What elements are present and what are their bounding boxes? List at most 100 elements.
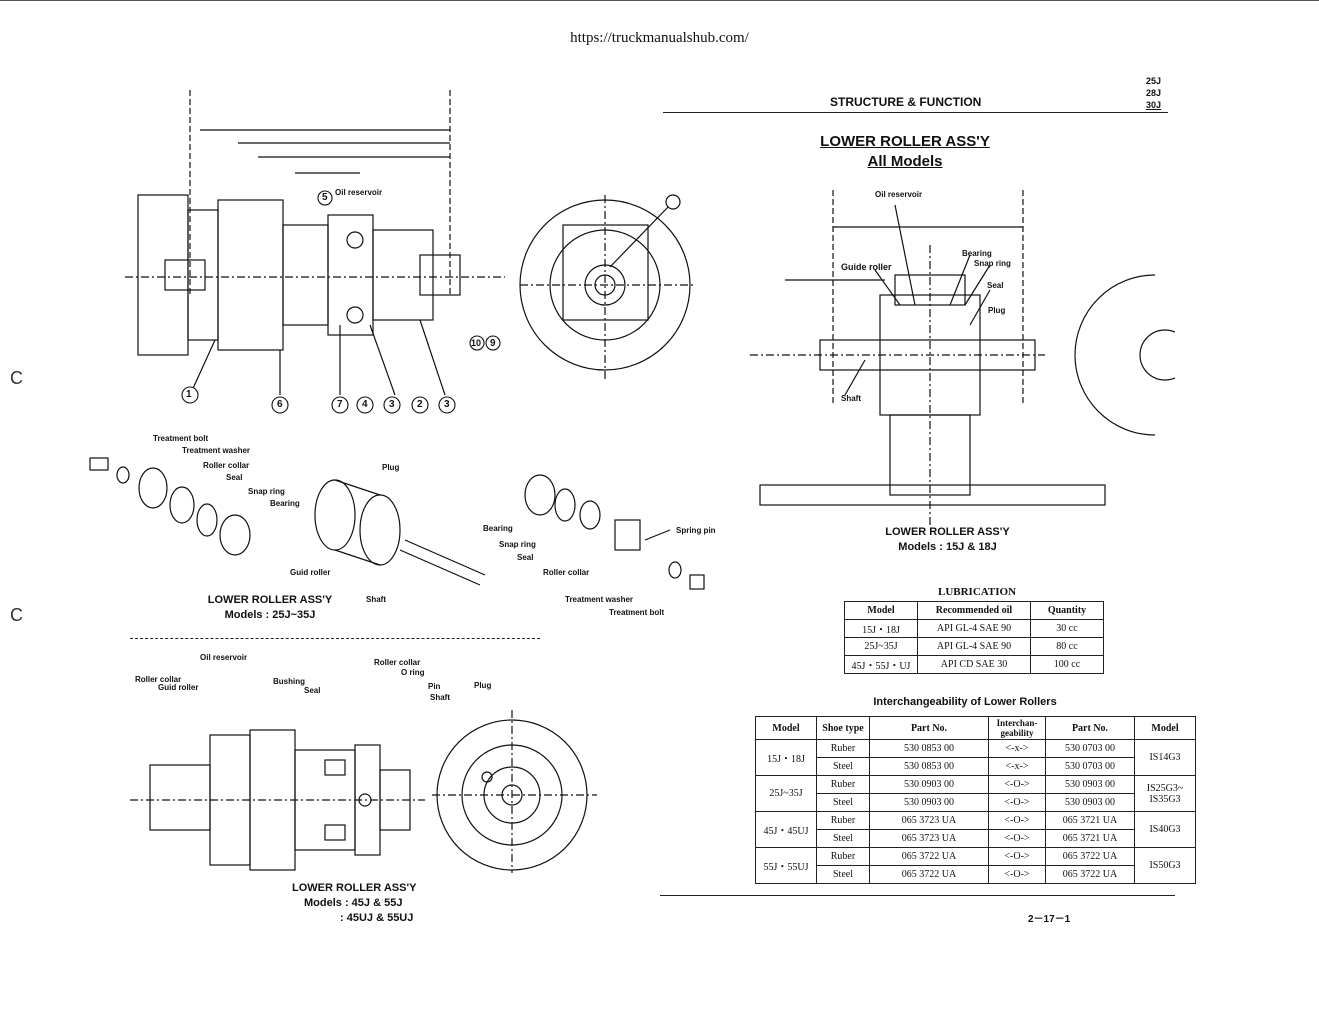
table-row: 15J・18J API GL-4 SAE 90 30 cc: [844, 619, 1104, 638]
table-row: 25J~35J Ruber 530 0903 00 <-O-> 530 0903…: [755, 775, 1196, 812]
cell: 530 0853 00: [869, 757, 989, 776]
cell: Ruber: [816, 775, 870, 794]
label-bearing: Bearing: [270, 499, 300, 508]
cell: 065 3721 UA: [1045, 829, 1135, 848]
label-o-ring-b: O ring: [401, 668, 425, 677]
label-roller-collar-2: Roller collar: [543, 568, 590, 577]
exploded-view-drawing: [89, 457, 705, 590]
cell: <-O->: [988, 847, 1046, 866]
label-treatment-bolt-2: Treatment bolt: [609, 608, 665, 617]
label-oil-reservoir-b: Oil reservoir: [200, 653, 248, 662]
cell: 065 3722 UA: [869, 865, 989, 884]
col-interchangeability: Interchan-geability: [988, 716, 1046, 740]
bottom-caption: LOWER ROLLER ASS'Y Models : 45J & 55J : …: [270, 881, 477, 926]
label-treatment-washer: Treatment washer: [182, 446, 251, 455]
table-row: Steel 065 3723 UA <-O-> 065 3721 UA: [756, 829, 1196, 848]
label-guid-roller-b: Guid roller: [158, 683, 199, 692]
label-bushing-b: Bushing: [273, 677, 305, 686]
header-models: 25J 28J 30J: [1146, 75, 1161, 111]
callout-5: 5: [322, 192, 328, 203]
col-model: Model: [844, 601, 918, 620]
cell: API GL-4 SAE 90: [917, 637, 1031, 656]
label-treatment-bolt: Treatment bolt: [153, 434, 209, 443]
header-model: 25J: [1146, 76, 1162, 86]
cell: 530 0903 00: [1045, 793, 1135, 812]
label-seal-b: Seal: [304, 686, 321, 695]
caption-line1: LOWER ROLLER ASS'Y: [207, 594, 333, 606]
cell: 530 0903 00: [1045, 775, 1135, 794]
label-spring-pin: Spring pin: [676, 526, 716, 535]
cell: 530 0903 00: [869, 775, 989, 794]
label-seal: Seal: [226, 473, 243, 482]
top-side-view-drawing: [519, 194, 693, 380]
table-row: Steel 530 0903 00 <-O-> 530 0903 00: [756, 793, 1196, 812]
bottom-side-view-drawing: [432, 710, 597, 873]
callout-9: 9: [490, 338, 496, 349]
col-recommended-oil: Recommended oil: [917, 601, 1031, 620]
col-part-no-2: Part No.: [1045, 716, 1135, 740]
cell: 530 0703 00: [1045, 739, 1135, 758]
cell: 065 3722 UA: [1045, 847, 1135, 866]
cell-model: 45J・45UJ: [755, 811, 817, 848]
cell: 065 3723 UA: [869, 829, 989, 848]
col-shoe-type: Shoe type: [816, 716, 870, 740]
label-treatment-washer-2: Treatment washer: [565, 595, 634, 604]
cell-model: 25J~35J: [755, 775, 817, 812]
label-snap-ring-r: Snap ring: [974, 259, 1011, 268]
label-shaft-r: Shaft: [841, 394, 861, 403]
callout-6: 6: [277, 399, 283, 410]
label-snap-ring-2: Snap ring: [499, 540, 536, 549]
cell: Ruber: [816, 739, 870, 758]
caption-line3: : 45UJ & 55UJ: [340, 912, 414, 924]
callout-3: 3: [389, 399, 395, 410]
divider: [130, 638, 540, 639]
source-url[interactable]: https://truckmanualshub.com/: [570, 30, 749, 46]
cell: 80 cc: [1030, 637, 1104, 656]
label-plug: Plug: [382, 463, 400, 472]
exploded-caption: LOWER ROLLER ASS'Y Models : 25J~35J: [180, 593, 360, 623]
table-row: 55J・55UJ Ruber 065 3722 UA <-O-> 065 372…: [755, 847, 1196, 884]
cell: <-O->: [988, 793, 1046, 812]
lubrication-title: LUBRICATION: [937, 586, 1017, 598]
label-seal-2: Seal: [517, 553, 534, 562]
header-model: 28J: [1146, 88, 1162, 98]
callout-10: 10: [471, 338, 482, 348]
label-oil-reservoir-r: Oil reservoir: [875, 190, 923, 199]
table-header-row: Model Shoe type Part No. Interchan-geabi…: [755, 716, 1196, 740]
label-bearing-r: Bearing: [962, 249, 992, 258]
title-line1: LOWER ROLLER ASS'Y: [820, 133, 990, 150]
cell: 15J・18J: [844, 619, 918, 638]
bottom-left-section-drawing: [130, 729, 425, 871]
label-bearing-2: Bearing: [483, 524, 513, 533]
caption-line2: Models : 25J~35J: [224, 609, 316, 621]
label-seal-r: Seal: [987, 281, 1004, 290]
col-model: Model: [755, 716, 817, 740]
interchangeability-title: Interchangeability of Lower Rollers: [873, 696, 1057, 708]
binder-hole-mark: C: [10, 368, 23, 388]
label-plug-b: Plug: [474, 681, 492, 690]
label-shaft-b: Shaft: [430, 693, 450, 702]
label-pin-b: Pin: [428, 682, 441, 691]
cell: 30 cc: [1030, 619, 1104, 638]
col-part-no: Part No.: [869, 716, 989, 740]
cell: <-O->: [988, 865, 1046, 884]
lubrication-table: Model Recommended oil Quantity 15J・18J A…: [844, 601, 1104, 674]
label-roller-collar-b2: Roller collar: [374, 658, 421, 667]
cell: Steel: [816, 865, 870, 884]
table-row: Steel 065 3722 UA <-O-> 065 3722 UA: [756, 865, 1196, 884]
top-rule: [0, 0, 1319, 1]
cell: 100 cc: [1030, 655, 1104, 674]
caption-line1: LOWER ROLLER ASS'Y: [885, 526, 1010, 538]
label-snap-ring: Snap ring: [248, 487, 285, 496]
right-section-drawing: [750, 190, 1175, 525]
caption-line2: Models : 15J & 18J: [898, 541, 997, 553]
top-left-section-drawing: [125, 90, 505, 414]
page-number: 2－17－1: [1028, 914, 1071, 925]
col-model-2: Model: [1134, 716, 1196, 740]
cell: API GL-4 SAE 90: [917, 619, 1031, 638]
right-caption: LOWER ROLLER ASS'Y Models : 15J & 18J: [855, 525, 1040, 555]
binder-hole-mark: C: [10, 605, 23, 625]
cell: Steel: [816, 793, 870, 812]
cell: 45J・55J・UJ: [844, 655, 918, 674]
table-row: Steel 530 0853 00 <-x-> 530 0703 00: [756, 757, 1196, 776]
